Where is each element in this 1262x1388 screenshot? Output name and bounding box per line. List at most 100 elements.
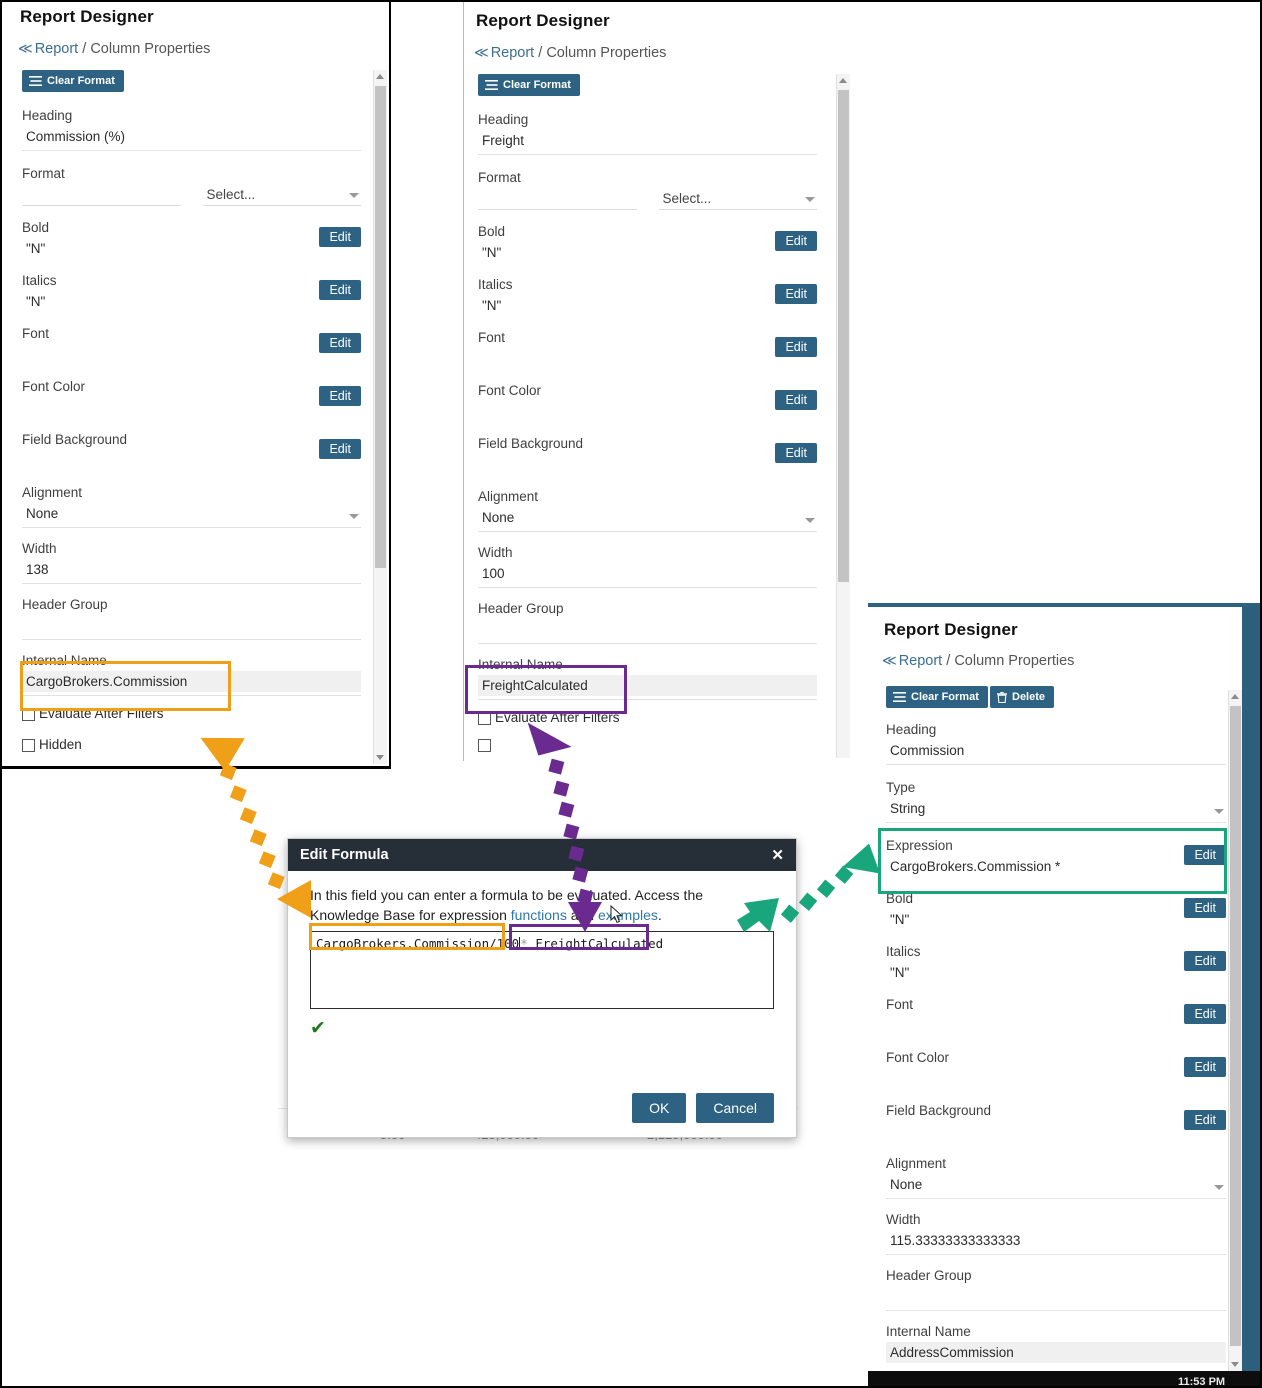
breadcrumb-current: Column Properties: [546, 45, 667, 61]
expression-label: Expression: [886, 838, 953, 853]
internal-name-input[interactable]: CargoBrokers.Commission: [22, 671, 361, 692]
italics-edit-button[interactable]: Edit: [775, 284, 817, 304]
formula-textarea[interactable]: CargoBrokers.Commission/100* FreightCalc…: [310, 931, 774, 1009]
page-title: Report Designer: [20, 7, 154, 26]
font-color-edit-button[interactable]: Edit: [319, 386, 361, 406]
edit-formula-dialog: Edit Formula ✕ In this field you can ent…: [287, 838, 797, 1138]
alignment-select[interactable]: None: [26, 506, 59, 521]
chevron-down-icon: [349, 192, 359, 198]
italics-edit-button[interactable]: Edit: [1184, 951, 1226, 971]
field-background-edit-button[interactable]: Edit: [1184, 1110, 1226, 1130]
alignment-label: Alignment: [478, 489, 539, 504]
heading-input[interactable]: Freight: [482, 133, 525, 148]
scroll-up-arrow-icon[interactable]: [1231, 694, 1239, 699]
scrollbar-vertical[interactable]: [1228, 690, 1242, 1371]
breadcrumb-root[interactable]: Report: [34, 41, 79, 57]
validation-check-icon: ✔: [310, 1018, 326, 1039]
field-header-group: Header Group: [886, 1266, 1226, 1311]
width-input[interactable]: 115.33333333333333: [890, 1233, 1021, 1248]
scroll-down-arrow-icon[interactable]: [376, 755, 384, 760]
internal-name-label: Internal Name: [22, 653, 107, 668]
font-edit-button[interactable]: Edit: [775, 337, 817, 357]
breadcrumb: ≪ Report / Column Properties: [474, 44, 666, 61]
header-group-label: Header Group: [478, 601, 564, 616]
clear-format-icon: [485, 79, 498, 91]
field-background-edit-button[interactable]: Edit: [319, 439, 361, 459]
scroll-up-arrow-icon[interactable]: [376, 74, 384, 79]
italics-value: "N": [890, 965, 910, 980]
font-edit-button[interactable]: Edit: [1184, 1004, 1226, 1024]
back-chevron-icon[interactable]: ≪: [882, 652, 897, 668]
field-heading: Heading Commission (%): [22, 106, 361, 151]
chevron-down-icon: [805, 196, 815, 202]
width-input[interactable]: 138: [26, 562, 49, 577]
format-input[interactable]: [478, 188, 637, 209]
checkbox-hidden[interactable]: [478, 739, 817, 752]
checkbox-icon[interactable]: [22, 707, 35, 721]
page-title: Report Designer: [476, 11, 610, 30]
font-value: [886, 1015, 1226, 1036]
scroll-down-arrow-icon[interactable]: [1231, 1362, 1239, 1367]
delete-button[interactable]: Delete: [990, 686, 1055, 708]
bold-edit-button[interactable]: Edit: [319, 227, 361, 247]
header-group-input[interactable]: [886, 1286, 1226, 1307]
scrollbar-thumb[interactable]: [375, 86, 386, 568]
breadcrumb-current: Column Properties: [954, 653, 1075, 669]
checkbox-icon[interactable]: [22, 738, 35, 752]
alignment-select[interactable]: None: [890, 1177, 923, 1192]
scrollbar-thumb[interactable]: [838, 90, 849, 582]
format-select[interactable]: Select...: [206, 187, 256, 202]
checkbox-evaluate-after-filters[interactable]: Evaluate After Filters: [22, 704, 361, 724]
breadcrumb-separator: /: [538, 45, 543, 61]
header-group-input[interactable]: [22, 615, 361, 636]
field-font-color: Font Color Edit: [478, 381, 817, 422]
close-icon[interactable]: ✕: [771, 847, 784, 864]
scrollbar-vertical[interactable]: [836, 74, 850, 758]
format-input[interactable]: [22, 184, 181, 205]
internal-name-input[interactable]: AddressCommission: [886, 1342, 1226, 1363]
alignment-select[interactable]: None: [482, 510, 515, 525]
scrollbar-thumb[interactable]: [1230, 706, 1241, 1346]
font-edit-button[interactable]: Edit: [319, 333, 361, 353]
scroll-up-arrow-icon[interactable]: [839, 78, 847, 83]
checkbox-icon[interactable]: [478, 739, 491, 752]
breadcrumb-root[interactable]: Report: [898, 653, 943, 669]
back-chevron-icon[interactable]: ≪: [18, 40, 33, 56]
clear-format-icon: [893, 691, 906, 703]
ok-button[interactable]: OK: [632, 1093, 687, 1123]
field-font-color: Font Color Edit: [886, 1048, 1226, 1089]
header-group-input[interactable]: [478, 619, 817, 640]
breadcrumb-root[interactable]: Report: [490, 45, 535, 61]
expression-edit-button[interactable]: Edit: [1184, 845, 1226, 865]
bold-edit-button[interactable]: Edit: [1184, 898, 1226, 918]
clear-format-button[interactable]: Clear Format: [886, 686, 988, 708]
clear-format-button[interactable]: Clear Format: [22, 70, 124, 92]
functions-link[interactable]: functions: [510, 907, 567, 923]
font-color-edit-button[interactable]: Edit: [1184, 1057, 1226, 1077]
checkbox-hidden[interactable]: Hidden: [22, 735, 361, 755]
bold-edit-button[interactable]: Edit: [775, 231, 817, 251]
back-chevron-icon[interactable]: ≪: [474, 44, 489, 60]
chevron-down-icon: [805, 518, 815, 523]
checkbox-evaluate-after-filters[interactable]: Evaluate After Filters: [478, 708, 817, 728]
heading-input[interactable]: Commission (%): [26, 129, 126, 144]
heading-input[interactable]: Commission: [890, 743, 965, 758]
internal-name-label: Internal Name: [886, 1324, 971, 1339]
font-color-edit-button[interactable]: Edit: [775, 390, 817, 410]
checkbox-icon[interactable]: [478, 711, 491, 725]
internal-name-input[interactable]: FreightCalculated: [478, 675, 817, 696]
dialog-title: Edit Formula: [300, 847, 389, 863]
clear-format-button[interactable]: Clear Format: [478, 74, 580, 96]
italics-edit-button[interactable]: Edit: [319, 280, 361, 300]
scrollbar-vertical[interactable]: [373, 70, 387, 764]
cancel-button[interactable]: Cancel: [696, 1093, 774, 1123]
field-background-label: Field Background: [886, 1103, 992, 1118]
field-background-edit-button[interactable]: Edit: [775, 443, 817, 463]
type-select[interactable]: String: [890, 801, 926, 816]
heading-label: Heading: [478, 112, 529, 127]
italics-label: Italics: [22, 273, 57, 288]
format-select[interactable]: Select...: [662, 191, 712, 206]
field-font: Font Edit: [22, 324, 361, 365]
width-input[interactable]: 100: [482, 566, 505, 581]
examples-link[interactable]: examples: [597, 907, 658, 923]
